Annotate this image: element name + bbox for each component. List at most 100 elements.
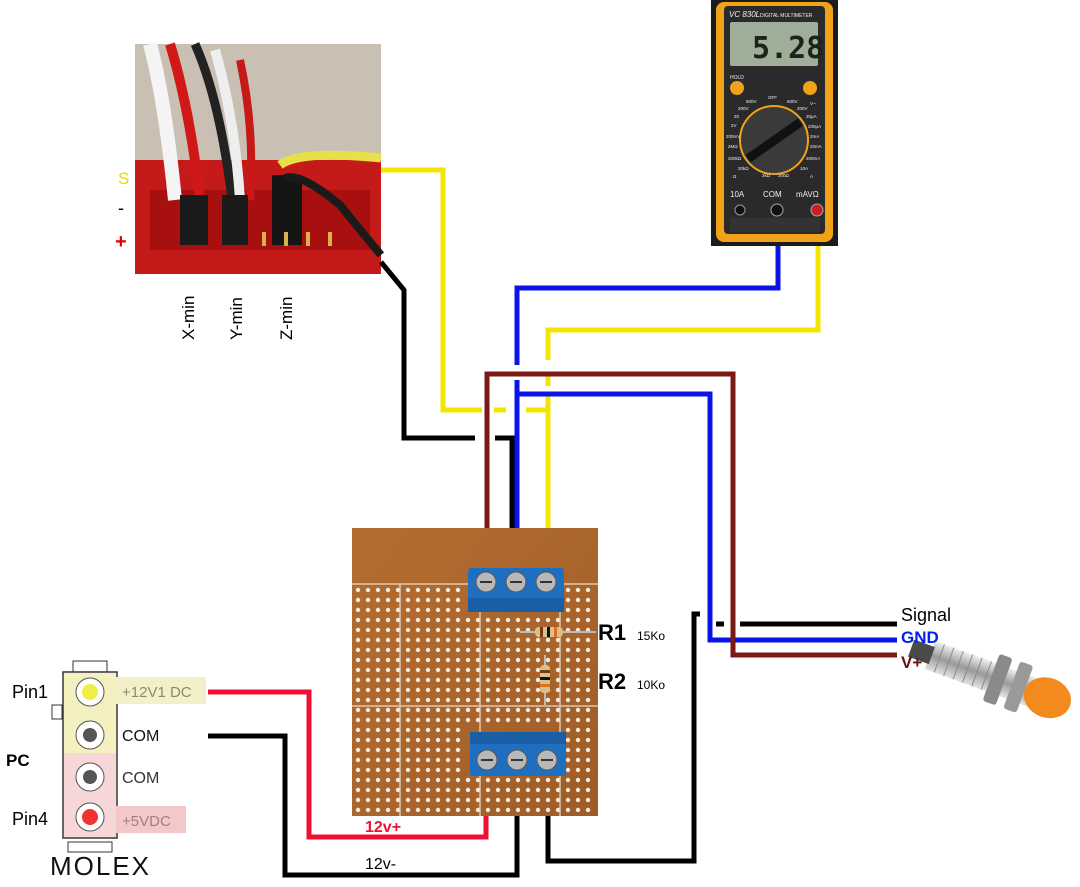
- yellow-wire-header: [381, 167, 482, 413]
- perfboard-hole: [425, 807, 431, 813]
- black-wire-com: [208, 733, 520, 878]
- perfboard-hole: [555, 697, 561, 703]
- perfboard-hole: [435, 647, 441, 653]
- perfboard-hole: [405, 607, 411, 613]
- perfboard-hole: [385, 707, 391, 713]
- perfboard-hole: [375, 767, 381, 773]
- perfboard-hole: [525, 687, 531, 693]
- perfboard-hole: [465, 617, 471, 623]
- perfboard-hole: [525, 807, 531, 813]
- perfboard-hole: [515, 657, 521, 663]
- svg-text:200mV: 200mV: [726, 134, 740, 139]
- molex-com1-label: COM: [122, 728, 159, 745]
- perfboard-hole: [565, 677, 571, 683]
- perfboard-hole: [565, 737, 571, 743]
- perfboard-hole: [465, 627, 471, 633]
- perfboard-hole: [505, 697, 511, 703]
- perfboard-hole: [405, 727, 411, 733]
- perfboard-hole: [485, 777, 491, 783]
- svg-text:600V: 600V: [746, 99, 757, 104]
- perfboard-hole: [585, 757, 591, 763]
- y-min-label: Y-min: [227, 297, 246, 340]
- perfboard-hole: [395, 757, 401, 763]
- hold-label: HOLD: [730, 75, 744, 81]
- perfboard-hole: [405, 697, 411, 703]
- perfboard-hole: [385, 637, 391, 643]
- perfboard-hole: [455, 757, 461, 763]
- hold-button: [730, 81, 744, 95]
- perfboard-hole: [395, 717, 401, 723]
- perfboard-hole: [395, 707, 401, 713]
- pc-label: PC: [6, 751, 30, 770]
- perfboard-hole: [355, 657, 361, 663]
- perfboard-hole: [385, 717, 391, 723]
- perfboard-hole: [455, 657, 461, 663]
- perfboard-hole: [365, 637, 371, 643]
- perfboard-hole: [405, 777, 411, 783]
- perfboard-hole: [395, 697, 401, 703]
- perfboard-hole: [385, 777, 391, 783]
- perfboard-hole: [455, 717, 461, 723]
- perfboard-hole: [465, 667, 471, 673]
- perfboard-hole: [455, 637, 461, 643]
- perfboard-hole: [555, 667, 561, 673]
- perfboard-hole: [535, 667, 541, 673]
- perfboard-hole: [475, 707, 481, 713]
- perfboard-hole: [455, 627, 461, 633]
- perfboard-hole: [535, 797, 541, 803]
- perfboard-hole: [355, 737, 361, 743]
- multimeter-photo: VC 830L DIGITAL MULTIMETER 5.28 HOLD 600…: [711, 0, 838, 246]
- perfboard-hole: [425, 767, 431, 773]
- perfboard-hole: [405, 647, 411, 653]
- perfboard-hole: [385, 737, 391, 743]
- port-com-label: COM: [763, 190, 782, 199]
- perfboard-hole: [415, 707, 421, 713]
- perfboard-hole: [355, 587, 361, 593]
- perfboard-hole: [495, 707, 501, 713]
- perfboard-hole: [365, 767, 371, 773]
- perfboard-hole: [475, 637, 481, 643]
- perfboard-hole: [575, 777, 581, 783]
- perfboard-hole: [435, 667, 441, 673]
- perfboard-hole: [385, 687, 391, 693]
- perfboard-hole: [355, 627, 361, 633]
- r1-name: R1: [598, 620, 626, 645]
- perfboard-hole: [435, 747, 441, 753]
- perfboard-hole: [445, 687, 451, 693]
- svg-text:2kΩ: 2kΩ: [762, 173, 771, 178]
- perfboard-hole: [425, 757, 431, 763]
- perfboard-hole: [405, 767, 411, 773]
- svg-text:600V: 600V: [787, 99, 798, 104]
- perfboard-hole: [405, 707, 411, 713]
- perfboard-hole: [485, 697, 491, 703]
- perfboard-hole: [385, 657, 391, 663]
- perfboard-hole: [415, 767, 421, 773]
- perfboard-hole: [385, 727, 391, 733]
- black-wire-signal: [545, 611, 700, 864]
- perfboard-hole: [405, 807, 411, 813]
- perfboard-hole: [565, 637, 571, 643]
- perfboard-hole: [355, 637, 361, 643]
- controller-board-photo: [135, 42, 385, 274]
- perfboard-hole: [495, 617, 501, 623]
- perfboard-hole: [455, 767, 461, 773]
- perfboard-hole: [465, 787, 471, 793]
- perfboard-hole: [515, 687, 521, 693]
- perfboard-hole: [425, 737, 431, 743]
- perfboard-hole: [385, 787, 391, 793]
- perfboard-hole: [555, 657, 561, 663]
- perfboard-hole: [585, 767, 591, 773]
- perfboard-hole: [575, 637, 581, 643]
- perfboard-hole: [445, 607, 451, 613]
- perfboard-hole: [505, 637, 511, 643]
- multimeter-subtitle: DIGITAL MULTIMETER: [760, 13, 813, 19]
- perfboard-hole: [565, 597, 571, 603]
- sensor-vplus-label: V+: [901, 653, 922, 672]
- perfboard-hole: [375, 787, 381, 793]
- perfboard-hole: [455, 687, 461, 693]
- perfboard-hole: [405, 757, 411, 763]
- perfboard-hole: [435, 637, 441, 643]
- yellow-wire-meter: [545, 246, 821, 360]
- perfboard-hole: [535, 637, 541, 643]
- perfboard-hole: [545, 707, 551, 713]
